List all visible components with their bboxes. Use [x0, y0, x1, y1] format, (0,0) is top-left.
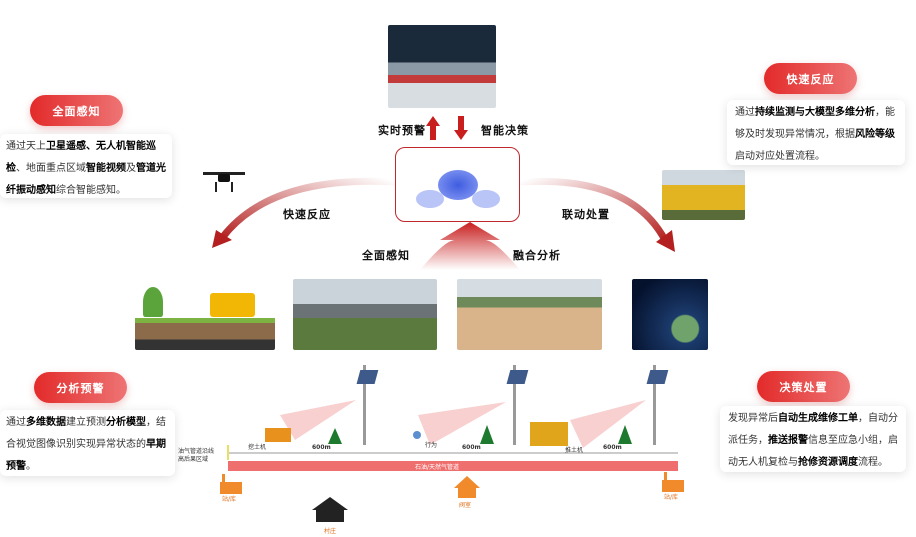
- control-room-photo: [388, 25, 496, 108]
- highlight-text: 多维数据: [26, 417, 66, 428]
- right-arc-arrowhead: [656, 230, 675, 252]
- bulldozer-icon: [530, 422, 568, 446]
- tree-icon: [618, 425, 632, 444]
- highlight-text: 风险等级: [855, 129, 895, 140]
- center-up-arrow: [420, 222, 520, 270]
- body-text: 、地面重点区域: [16, 163, 86, 174]
- card-decision-handling: 发现异常后自动生成维修工单，自动分派任务，推送报警信息至应急小组，启动无人机复检…: [720, 406, 906, 472]
- station-left-label: 站/库: [222, 496, 237, 503]
- body-text: 启动对应处置流程。: [735, 151, 825, 162]
- distance-label: 600m: [603, 444, 622, 451]
- card-analysis-warning: 通过多维数据建立预测分析模型，结合视觉图像识别实现异常状态的早期预警。: [0, 410, 175, 476]
- area-label: 油气管道沿线高后果区域: [178, 448, 215, 463]
- bulldozer-label: 推土机: [565, 447, 584, 454]
- highlight-text: 分析模型: [106, 417, 146, 428]
- body-text: 建立预测: [66, 417, 106, 428]
- monitoring-poles: [220, 365, 684, 522]
- left-arc-arrowhead: [212, 230, 232, 248]
- body-text: ，结合视觉图像识别实现异常状态的: [6, 417, 166, 450]
- pipeline-monitoring-diagram: 油气管道沿线高后果区域 石油/天然气管道 挖土机 行为 推土机 600m 600…: [170, 360, 710, 537]
- pipeline-bar: [228, 461, 678, 471]
- valve-room-label: 阀室: [459, 502, 472, 509]
- label-smart-decision: 智能决策: [481, 124, 529, 137]
- down-arrow-icon: [454, 116, 468, 140]
- body-text: ，能够及时发现异常情况，根据: [735, 107, 895, 140]
- excavator-icon: [265, 428, 291, 442]
- pill-decision-handling: 决策处置: [757, 371, 850, 402]
- camera-beam-1: [280, 400, 356, 440]
- body-text: 通过: [735, 107, 755, 118]
- body-text: ，自动分派任务，: [728, 413, 898, 446]
- body-text: 通过: [6, 417, 26, 428]
- body-text: 发现异常后: [728, 413, 778, 424]
- distance-label: 600m: [312, 444, 331, 451]
- excavator-label: 挖土机: [248, 444, 267, 451]
- up-arrow-icon: [426, 116, 440, 140]
- village-icon: [312, 497, 348, 522]
- satellite-photo: [632, 279, 708, 350]
- camera-pole-2: [506, 365, 529, 445]
- card-full-perception: 通过天上卫星遥感、无人机智能巡检、地面重点区域智能视频及管道光纤振动感知综合智能…: [0, 134, 172, 198]
- pipeline-drone-photo: [293, 279, 437, 350]
- highlight-text: 管道光纤振动感知: [6, 163, 166, 196]
- label-quick-response: 快速反应: [283, 208, 331, 221]
- tree-icon: [328, 428, 342, 444]
- pill-analysis-warning: 分析预警: [34, 372, 127, 403]
- highlight-text: 自动生成维修工单: [778, 413, 858, 424]
- camera-pole-1: [356, 365, 379, 445]
- distance-label: 600m: [462, 444, 481, 451]
- person-label: 行为: [425, 442, 438, 449]
- station-icon: [220, 474, 242, 494]
- label-realtime-warning: 实时预警: [378, 124, 426, 137]
- body-text: 通过天上: [6, 141, 46, 152]
- station-icon: [662, 472, 684, 492]
- body-text: 及: [126, 163, 136, 174]
- excavator-illustration: [135, 279, 275, 350]
- right-arc-arrow: [519, 177, 669, 242]
- left-arc-arrow: [219, 177, 396, 241]
- drone-icon: [203, 170, 245, 192]
- station-right-label: 站/库: [664, 494, 679, 501]
- body-text: 信息至应急小组，启动无人机复检与: [728, 435, 898, 468]
- person-icon: [413, 431, 421, 439]
- highlight-text: 抢修资源调度: [798, 457, 858, 468]
- highlight-text: 智能视频: [86, 163, 126, 174]
- valve-room-icon: [454, 476, 480, 498]
- tree-icon: [480, 425, 494, 444]
- pipeline-label: 石油/天然气管道: [415, 464, 460, 471]
- camera-beam-3: [570, 400, 646, 448]
- card-quick-response: 通过持续监测与大模型多维分析，能够及时发现异常情况，根据风险等级启动对应处置流程…: [727, 100, 905, 165]
- label-full-perception: 全面感知: [362, 249, 410, 262]
- label-linked-handling: 联动处置: [562, 208, 610, 221]
- body-text: 流程。: [858, 457, 888, 468]
- emergency-vehicle-photo: [662, 170, 745, 220]
- highlight-text: 卫星遥感、无人机智能巡检: [6, 141, 156, 174]
- body-text: 。: [26, 461, 36, 472]
- camera-pole-3: [646, 365, 669, 445]
- pill-full-perception: 全面感知: [30, 95, 123, 126]
- pill-quick-response: 快速反应: [764, 63, 857, 94]
- village-label: 村庄: [324, 528, 337, 535]
- highlight-text: 持续监测与大模型多维分析: [755, 107, 875, 118]
- construction-site-photo: [457, 279, 602, 350]
- ai-brain-box: [395, 147, 520, 222]
- ai-brain-icon: [437, 169, 478, 200]
- body-text: 综合智能感知。: [56, 185, 126, 196]
- camera-beam-2: [418, 402, 506, 445]
- highlight-text: 早期预警: [6, 439, 166, 472]
- highlight-text: 推送报警: [768, 435, 808, 446]
- label-fusion-analysis: 融合分析: [513, 249, 561, 262]
